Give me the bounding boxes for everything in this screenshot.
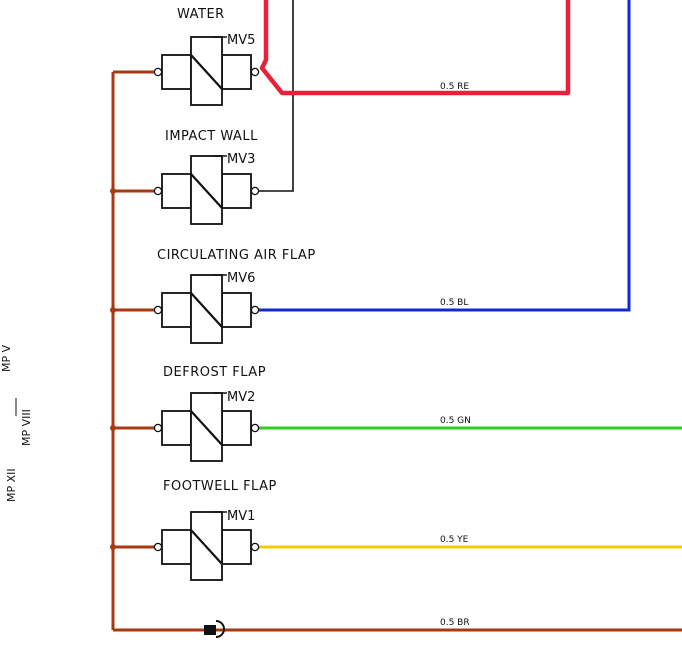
red-wire <box>259 0 571 96</box>
side-label-mp5: MP V <box>0 344 13 372</box>
valve-diagonal <box>190 410 223 446</box>
wire-label-red: 0.5 RE <box>440 82 469 92</box>
valve-left-terminal <box>153 542 163 552</box>
valve-left-terminal <box>153 423 163 433</box>
valve-mv6: CIRCULATING AIR FLAP MV6 <box>153 248 316 344</box>
junction-dot <box>110 425 116 431</box>
valve-label-water: WATER <box>177 7 225 22</box>
wire-label-green: 0.5 GN <box>440 416 471 426</box>
valve-right-terminal <box>250 542 260 552</box>
valve-left-port <box>161 292 192 328</box>
connector-cap <box>215 620 225 638</box>
connector-body <box>204 625 216 635</box>
valve-left-port <box>161 410 192 446</box>
valve-right-port <box>221 410 252 446</box>
valve-mv3: IMPACT WALL MV3 <box>153 129 260 225</box>
valve-coil <box>190 392 223 462</box>
valve-left-port <box>161 173 192 209</box>
valve-right-port <box>221 529 252 565</box>
valve-left-terminal <box>153 186 163 196</box>
wire-label-brown: 0.5 BR <box>440 618 470 628</box>
mv3-black-wire <box>258 0 294 192</box>
valve-tag-mv6: MV6 <box>227 271 255 286</box>
valve-label-footwell-flap: FOOTWELL FLAP <box>163 479 277 494</box>
valve-left-terminal <box>153 305 163 315</box>
valve-right-terminal <box>250 67 260 77</box>
valve-mv1: FOOTWELL FLAP MV1 <box>153 479 277 581</box>
valve-diagonal <box>190 529 223 565</box>
valve-label-impact-wall: IMPACT WALL <box>165 129 258 144</box>
wire-label-yellow: 0.5 YE <box>440 535 469 545</box>
side-label-mp12: MP XII <box>5 468 18 502</box>
blue-wire <box>258 0 631 312</box>
valve-diagonal <box>190 173 223 209</box>
valve-right-terminal <box>250 423 260 433</box>
valve-label-defrost-flap: DEFROST FLAP <box>163 365 266 380</box>
valve-left-port <box>161 529 192 565</box>
valve-left-terminal <box>153 67 163 77</box>
valve-tag-mv3: MV3 <box>227 152 255 167</box>
valve-right-port <box>221 54 252 90</box>
valve-tag-mv2: MV2 <box>227 390 255 405</box>
valve-tag-mv5: MV5 <box>227 33 255 48</box>
valve-right-port <box>221 173 252 209</box>
valve-mv5: WATER MV5 <box>153 7 260 106</box>
junction-dot <box>110 544 116 550</box>
valve-right-terminal <box>250 186 260 196</box>
valve-label-circulating-air-flap: CIRCULATING AIR FLAP <box>157 248 316 263</box>
junction-dot <box>110 307 116 313</box>
ground-connector <box>204 620 225 638</box>
junction-dot <box>110 188 116 194</box>
valve-right-terminal <box>250 305 260 315</box>
wire-label-blue: 0.5 BL <box>440 298 468 308</box>
valve-right-port <box>221 292 252 328</box>
side-label-mp8: MP VIII <box>20 409 33 446</box>
brown-ground-bus <box>110 70 682 632</box>
valve-mv2: DEFROST FLAP MV2 <box>153 365 266 462</box>
valve-tag-mv1: MV1 <box>227 509 255 524</box>
valve-diagonal <box>190 292 223 328</box>
valve-diagonal <box>190 54 223 90</box>
valve-left-port <box>161 54 192 90</box>
